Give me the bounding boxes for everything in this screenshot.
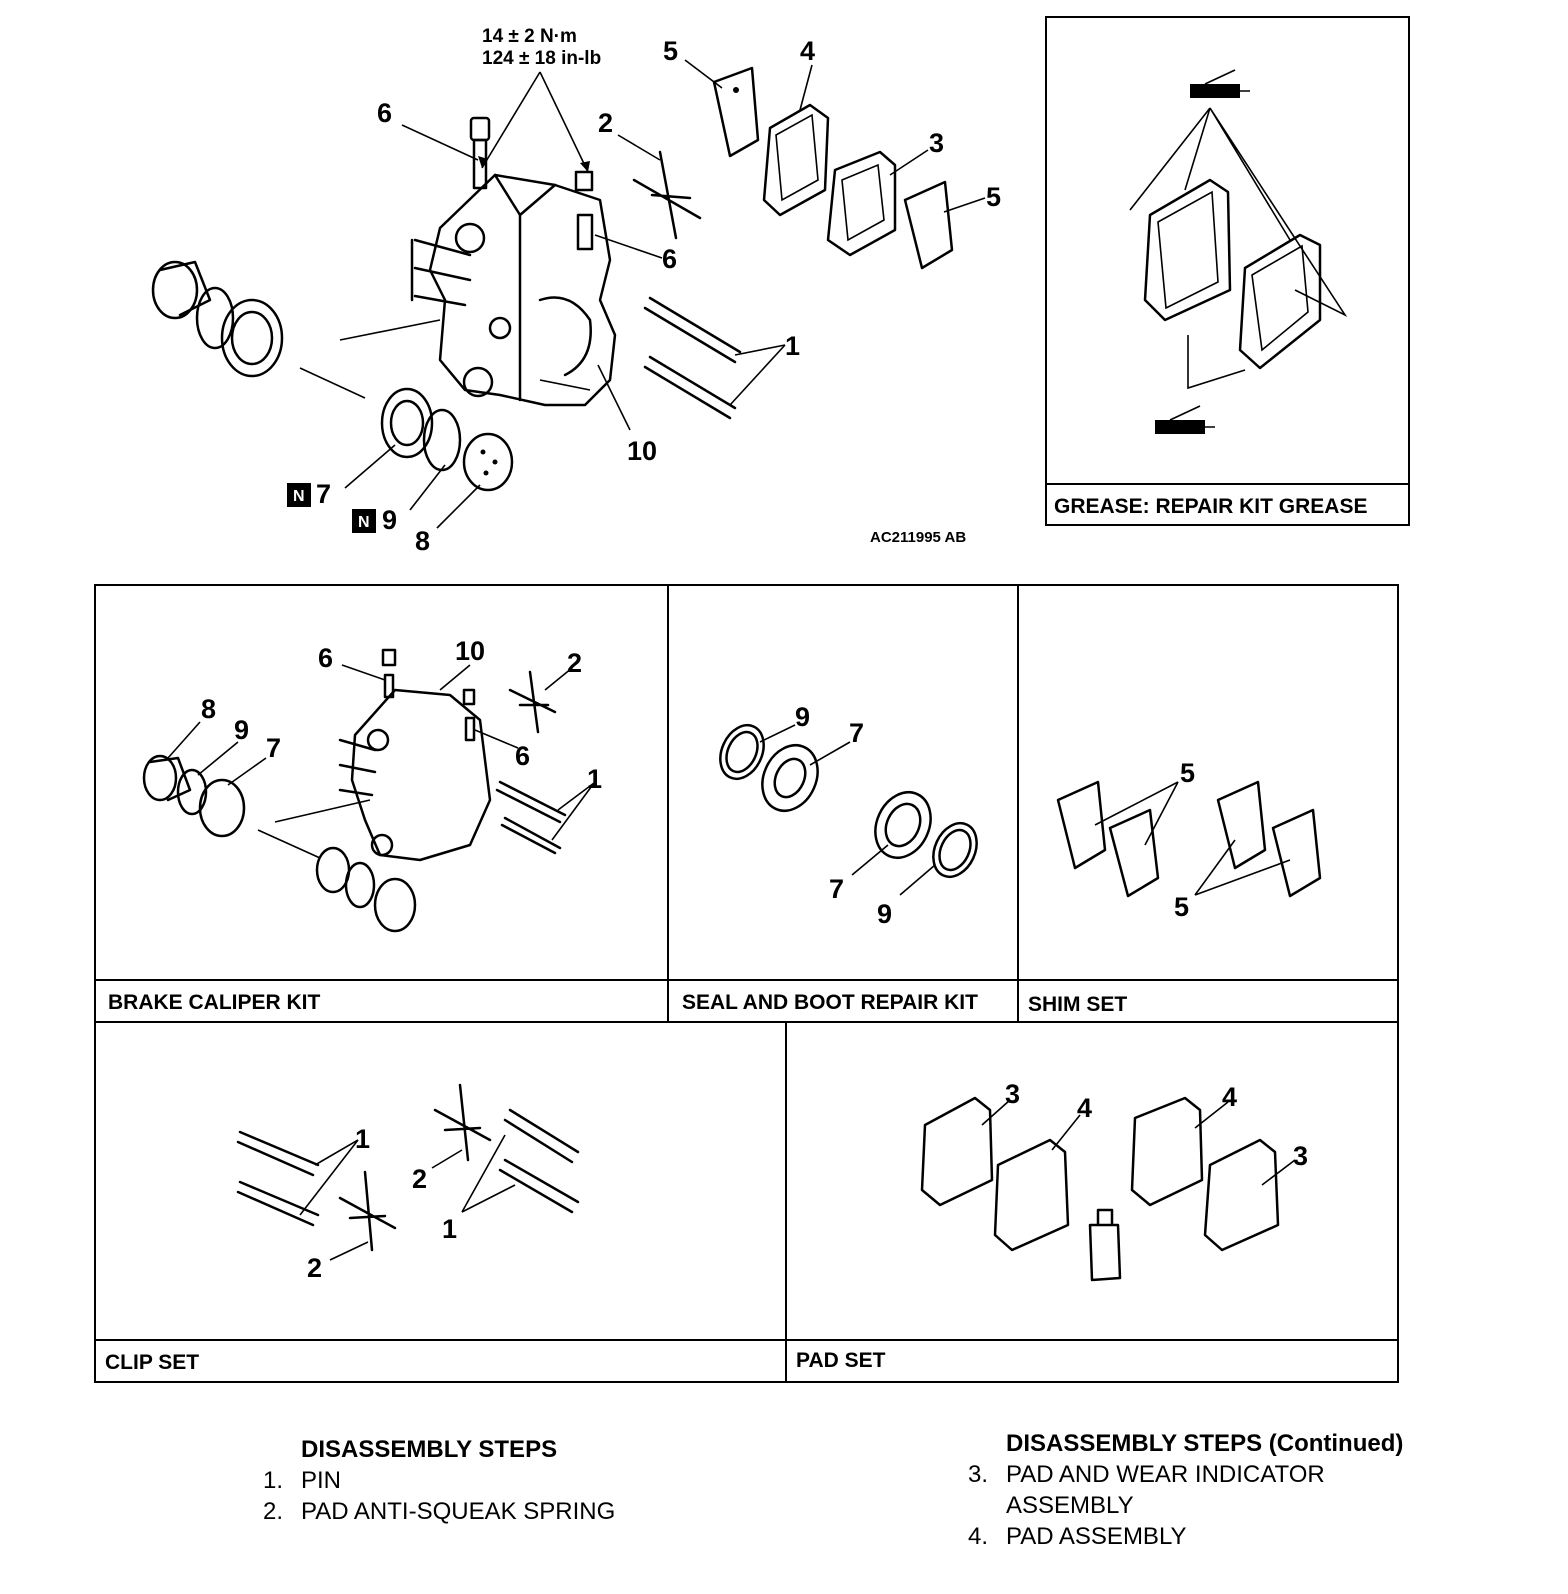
grease-arrows-top [1129, 107, 1348, 318]
pad-callout-4-right: 4 [1222, 1082, 1237, 1112]
kit-callout-1: 1 [587, 764, 602, 794]
callout-3: 3 [929, 128, 944, 158]
kit-callout-8: 8 [201, 694, 216, 724]
grease-pad-right [1238, 233, 1322, 370]
seal-callout-9-lower: 9 [877, 899, 892, 929]
pad-callout-3-left: 3 [1005, 1079, 1020, 1109]
torque-spec-nm: 14 ± 2 N·m [482, 26, 577, 47]
pad-wear-indicator-3 [826, 149, 929, 257]
boot-seal-piston-front [344, 387, 514, 529]
torque-spec-inlb: 124 ± 18 in-lb [482, 48, 601, 69]
kit-callout-7: 7 [266, 733, 281, 763]
shim-set-drawing [1056, 780, 1322, 898]
pad-set-label: PAD SET [796, 1349, 886, 1372]
new-part-badge-9-text: N [358, 514, 370, 531]
step-item: 4.PAD ASSEMBLY [967, 1523, 1187, 1550]
shim-callout-5-lower: 5 [1174, 892, 1189, 922]
pad-callout-3-right: 3 [1293, 1141, 1308, 1171]
kits-grid: BRAKE CALIPER KIT SEAL AND BOOT REPAIR K… [94, 584, 1399, 1383]
clip-set-label: CLIP SET [105, 1351, 199, 1374]
grease-tube-icon-top [1190, 69, 1250, 98]
shim-set-label: SHIM SET [1028, 993, 1127, 1016]
grease-tube-icon-bottom [1155, 405, 1215, 434]
pad-set-drawing [920, 1096, 1296, 1282]
steps-left-heading: DISASSEMBLY STEPS [301, 1436, 558, 1463]
steps-right-heading: DISASSEMBLY STEPS (Continued) [1006, 1430, 1404, 1457]
step-item: 3.PAD AND WEAR INDICATOR ASSEMBLY [967, 1461, 1325, 1519]
guide-bolts-6 [401, 116, 663, 259]
callout-5-lower: 5 [986, 182, 1001, 212]
callout-10: 10 [627, 436, 657, 466]
clip-callout-2-lower: 2 [307, 1253, 322, 1283]
shim-5-upper [684, 59, 760, 158]
kit-callout-10: 10 [455, 636, 485, 666]
torque-leader [481, 71, 589, 173]
seal-callout-7-upper: 7 [849, 718, 864, 748]
clip-callout-2-upper: 2 [412, 1164, 427, 1194]
figure-id: AC211995 AB [870, 529, 966, 546]
grease-label: GREASE: REPAIR KIT GREASE [1054, 495, 1367, 518]
shim-5-lower [903, 180, 986, 270]
callout-9: 9 [382, 505, 397, 535]
piston-seal-boot-rear [151, 260, 441, 399]
brake-caliper-kit-label: BRAKE CALIPER KIT [108, 991, 321, 1014]
pad-assembly-4 [762, 64, 830, 217]
pad-callout-4-left: 4 [1077, 1093, 1092, 1123]
clip-callout-1-right: 1 [442, 1214, 457, 1244]
grease-arrows-bottom [1187, 335, 1246, 390]
seal-boot-kit-label: SEAL AND BOOT REPAIR KIT [682, 991, 978, 1014]
callout-6-lower: 6 [662, 244, 677, 274]
disassembly-steps-right: DISASSEMBLY STEPS (Continued) 3.PAD AND … [943, 1428, 1403, 1552]
kit-callout-2: 2 [567, 648, 582, 678]
seal-callout-9-upper: 9 [795, 702, 810, 732]
shim-callout-5-upper: 5 [1180, 758, 1195, 788]
grease-box: GREASE: REPAIR KIT GREASE [1045, 16, 1410, 526]
clip-set-drawing [236, 1083, 580, 1261]
callout-5-upper: 5 [663, 36, 678, 66]
step-item: 2.PAD ANTI-SQUEAK SPRING [262, 1498, 616, 1525]
kit-callout-6-upper: 6 [318, 643, 333, 673]
callout-2: 2 [598, 108, 613, 138]
grease-pad-left [1143, 178, 1232, 322]
new-part-badge-9 [352, 509, 376, 533]
new-part-badge-7 [287, 483, 311, 507]
seal-callout-7-lower: 7 [829, 874, 844, 904]
step-item: 1.PIN [262, 1467, 342, 1494]
clip-callout-1-left: 1 [355, 1124, 370, 1154]
torque-arrowheads [478, 156, 590, 172]
main-exploded-view: 14 ± 2 N·m 124 ± 18 in-lb [151, 26, 1001, 556]
disassembly-steps-left: DISASSEMBLY STEPS 1.PIN 2.PAD ANTI-SQUEA… [238, 1434, 615, 1527]
anti-squeak-spring-2 [617, 134, 702, 240]
pins-1 [643, 296, 786, 420]
callout-8: 8 [415, 526, 430, 556]
callout-6-upper: 6 [377, 98, 392, 128]
brake-caliper-kit-drawing [142, 648, 595, 933]
callout-7: 7 [316, 479, 331, 509]
seal-boot-kit-drawing [719, 724, 978, 896]
callout-4: 4 [800, 36, 815, 66]
new-part-badge-7-text: N [293, 488, 305, 505]
callout-1: 1 [785, 331, 800, 361]
caliper-body [410, 173, 631, 431]
kit-callout-6-lower: 6 [515, 741, 530, 771]
kit-callout-9: 9 [234, 715, 249, 745]
